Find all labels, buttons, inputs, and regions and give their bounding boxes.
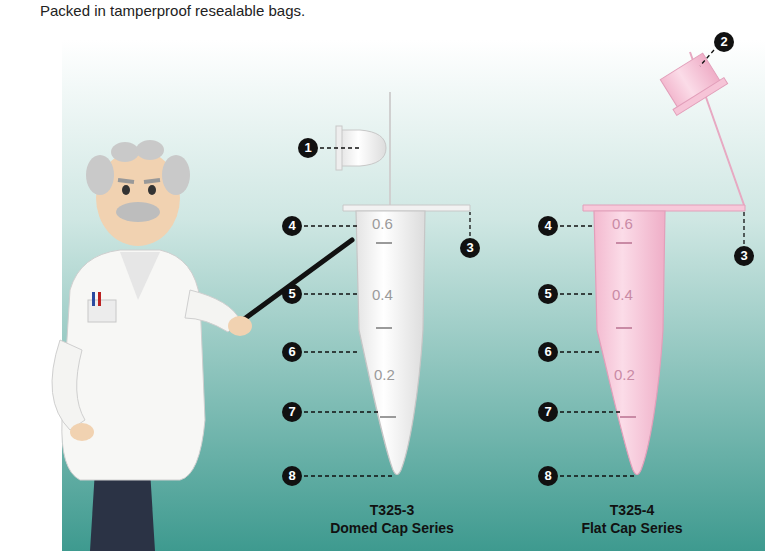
flat-cap-tube: [583, 51, 745, 475]
callout-number: 5: [538, 284, 558, 304]
callout-number: 6: [282, 342, 302, 362]
background-panel: [62, 40, 765, 551]
series-name: Domed Cap Series: [330, 520, 454, 536]
callout-number: 2: [714, 32, 734, 52]
callout-number: 3: [734, 246, 754, 266]
model-number: T325-3: [370, 502, 414, 518]
graduation-mark: 0.2: [614, 366, 635, 383]
model-number: T325-4: [610, 502, 654, 518]
callout-number: 8: [282, 466, 302, 486]
series-name: Flat Cap Series: [581, 520, 682, 536]
callout-number: 4: [538, 216, 558, 236]
graduation-mark: 0.4: [372, 286, 393, 303]
graduation-mark: 0.2: [374, 366, 395, 383]
callout-number: 5: [282, 284, 302, 304]
callout-number: 1: [298, 138, 318, 158]
callout-number: 4: [282, 216, 302, 236]
callout-number: 6: [538, 342, 558, 362]
graduation-mark: 0.6: [372, 215, 393, 232]
note-text: Packed in tamperproof resealable bags.: [40, 2, 305, 19]
callout-number: 8: [538, 466, 558, 486]
callout-number: 7: [538, 402, 558, 422]
callout-number: 3: [460, 238, 480, 258]
graduation-mark: 0.4: [612, 286, 633, 303]
leader-lines: [304, 50, 744, 476]
domed-cap-tube: [336, 92, 470, 475]
graduation-mark: 0.6: [612, 215, 633, 232]
scientist-figure: [52, 140, 352, 551]
callout-number: 7: [282, 402, 302, 422]
